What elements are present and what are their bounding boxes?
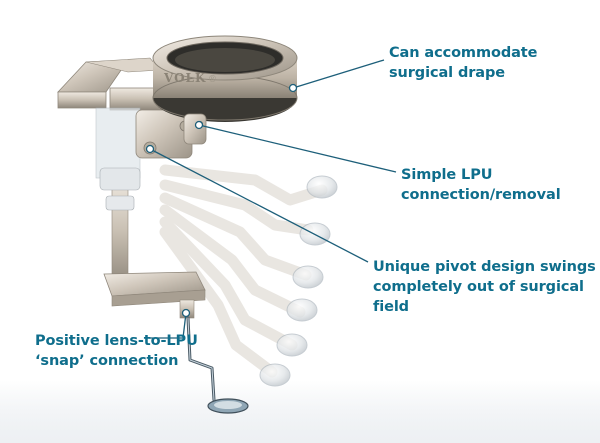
leader-line-lpu bbox=[198, 124, 397, 173]
background-floor bbox=[0, 380, 600, 443]
ring-brand-label: VOLK bbox=[163, 71, 206, 85]
volk-ring: VOLK ® bbox=[152, 35, 298, 122]
lpu-connector-clip bbox=[183, 113, 207, 145]
ghost-lens-3 bbox=[292, 265, 324, 289]
ghost-lenses bbox=[259, 175, 338, 387]
ghost-arm-5 bbox=[159, 216, 298, 351]
ghost-arm-3 bbox=[159, 192, 312, 281]
ghost-arm-2 bbox=[159, 179, 314, 236]
leader-dot-snap bbox=[181, 308, 191, 318]
ghost-arm-4 bbox=[159, 204, 306, 318]
leader-line-pivot bbox=[149, 148, 369, 263]
lower-arm bbox=[103, 271, 206, 319]
ghost-lens-4 bbox=[286, 298, 318, 322]
callout-snap-connection: Positive lens-to-LPU ‘snap’ connection bbox=[35, 333, 198, 369]
ghost-lens-1 bbox=[306, 175, 338, 199]
leader-line-snap bbox=[182, 312, 187, 339]
leader-dot-drape bbox=[288, 83, 298, 93]
callout-surgical-drape: Can accommodate surgical drape bbox=[389, 45, 538, 81]
mounting-bracket bbox=[57, 57, 163, 111]
ghost-lens-5 bbox=[276, 333, 308, 357]
svg-text:®: ® bbox=[208, 75, 217, 85]
ghost-arm-positions bbox=[159, 164, 328, 378]
leader-dots bbox=[145, 83, 298, 318]
lens-rod bbox=[186, 316, 249, 414]
callout-pivot-design: Unique pivot design swings completely ou… bbox=[373, 259, 596, 315]
support-column bbox=[95, 107, 141, 287]
leader-line-drape bbox=[292, 59, 385, 89]
leader-lines bbox=[149, 59, 397, 339]
ghost-lens-6 bbox=[259, 363, 291, 387]
ghost-arm-1 bbox=[159, 164, 328, 206]
ghost-arm-6 bbox=[159, 226, 278, 378]
leader-dot-lpu bbox=[194, 120, 204, 130]
callout-lpu-connection: Simple LPU connection/removal bbox=[401, 167, 561, 203]
leader-dot-pivot bbox=[145, 144, 155, 154]
